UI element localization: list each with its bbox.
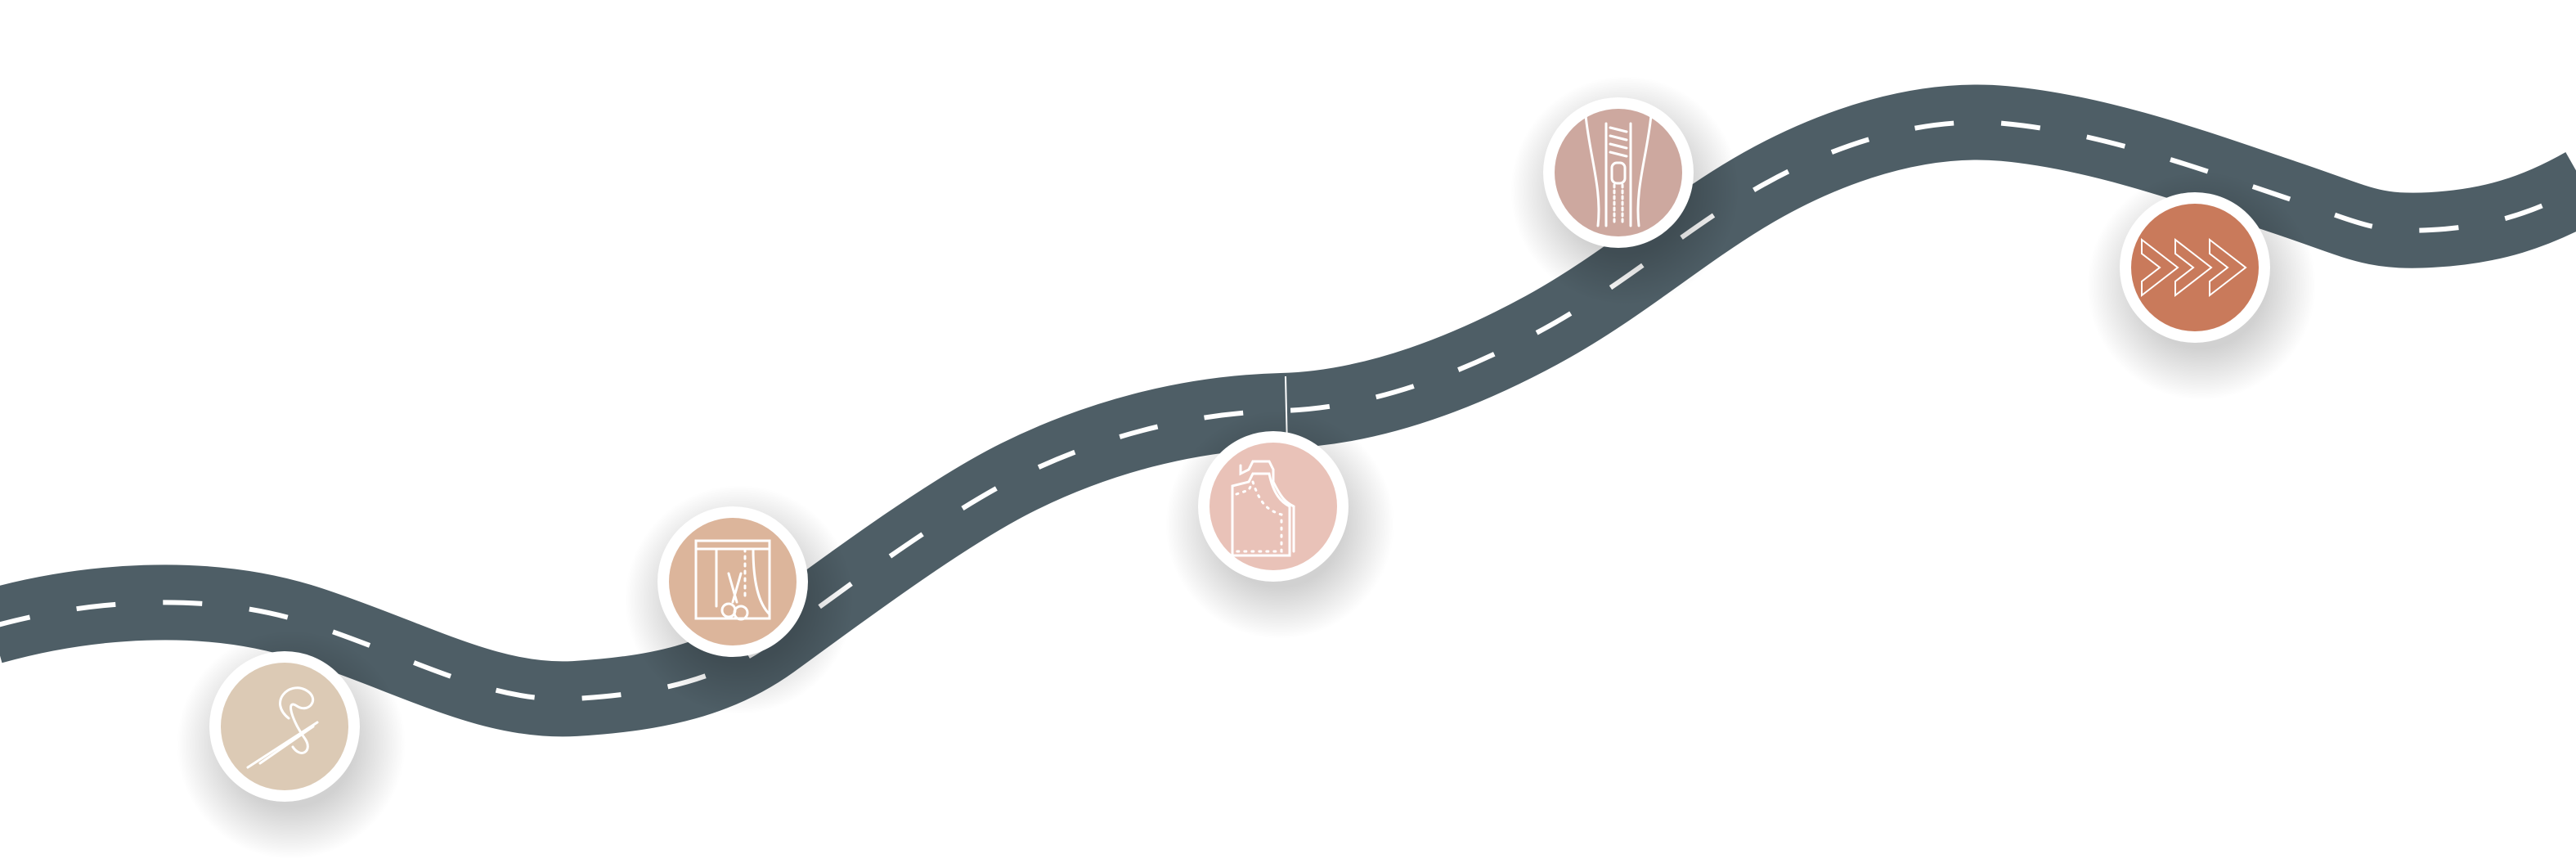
milestone-5[interactable]: [2087, 171, 2316, 400]
milestone-badge: [2131, 204, 2259, 331]
milestone-badge: [1555, 109, 1682, 236]
milestone-3[interactable]: [1165, 410, 1394, 639]
bodice-pattern-icon: [1231, 460, 1295, 557]
milestone-1[interactable]: [177, 630, 406, 859]
milestone-badge: [221, 663, 348, 790]
forward-arrows-icon: [2141, 237, 2247, 298]
zipper-icon: [1584, 114, 1653, 227]
milestone-2[interactable]: [625, 485, 854, 714]
milestone-4[interactable]: [1510, 76, 1739, 305]
lane-markings: [0, 119, 2576, 702]
needle-thread-icon: [246, 686, 319, 769]
fabric-scissors-icon: [694, 539, 771, 621]
milestone-badge: [669, 518, 797, 645]
